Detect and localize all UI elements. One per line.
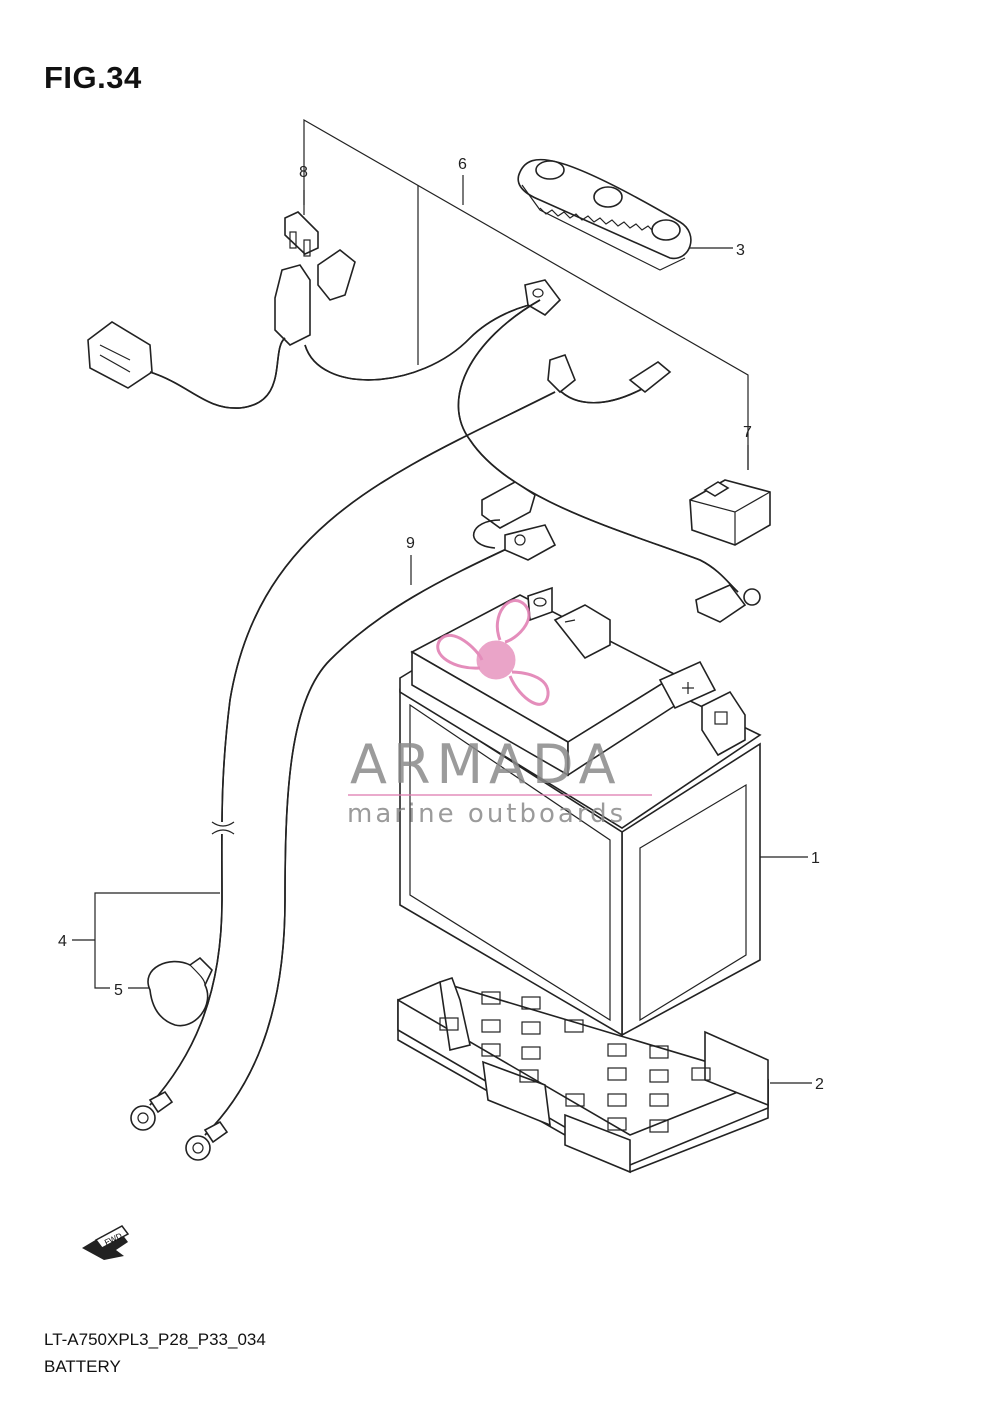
callout-2: 2 xyxy=(815,1076,824,1093)
callouts: 1 2 3 4 5 6 7 8 9 xyxy=(58,156,824,1093)
starter-relay-wires xyxy=(547,354,672,404)
battery-lead-9 xyxy=(185,481,557,1161)
fuse xyxy=(284,211,319,257)
watermark-brand: ARMADA xyxy=(350,733,622,796)
model-code: LT-A750XPL3_P28_P33_034 xyxy=(44,1330,266,1349)
callout-1: 1 xyxy=(811,850,820,867)
battery-tray xyxy=(397,976,769,1174)
figure-title: FIG.34 xyxy=(44,60,142,95)
callout-3: 3 xyxy=(736,242,745,259)
watermark: ARMADA marine outboards xyxy=(347,599,652,829)
battery-positive-cable xyxy=(457,299,761,623)
watermark-tagline: marine outboards xyxy=(347,799,626,829)
callout-8: 8 xyxy=(299,164,308,181)
callout-7: 7 xyxy=(743,424,752,441)
leader-lines xyxy=(72,118,812,1084)
battery-band xyxy=(517,158,692,271)
callout-9: 9 xyxy=(406,535,415,552)
starter-relay-cover xyxy=(689,479,771,546)
terminal-cap xyxy=(147,956,213,1027)
fwd-arrow-icon: FWD xyxy=(82,1225,130,1260)
battery-lead-long xyxy=(130,391,556,1131)
section-name: BATTERY xyxy=(44,1357,121,1376)
callout-5: 5 xyxy=(114,982,123,999)
watermark-logo-icon xyxy=(436,599,550,706)
callout-6: 6 xyxy=(458,156,467,173)
callout-4: 4 xyxy=(58,933,67,950)
wiring-harness xyxy=(87,249,562,409)
